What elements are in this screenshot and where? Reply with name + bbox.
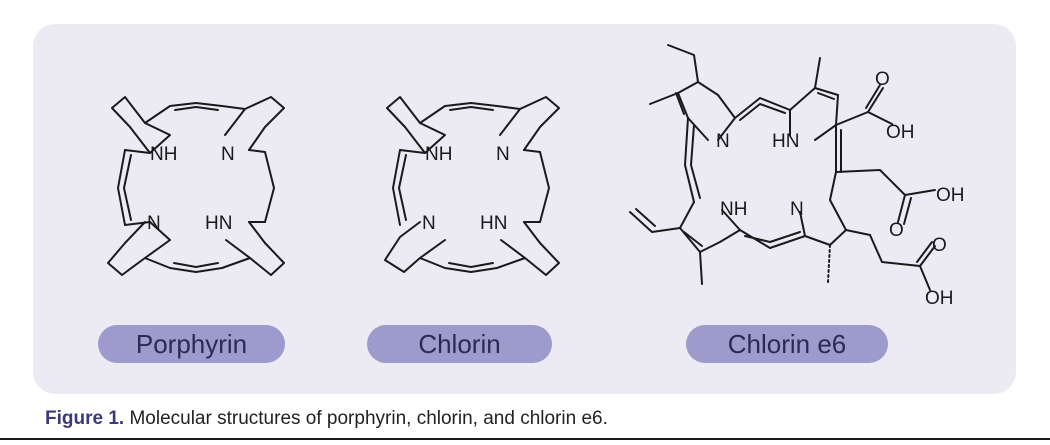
- atom-label: N: [422, 213, 436, 234]
- atom-label: HN: [205, 213, 232, 234]
- chlorin-e6-atom-labels: N HN NH N O OH OH O O OH: [716, 69, 965, 309]
- atom-label: NH: [720, 199, 747, 220]
- chlorin-e6-label: Chlorin e6: [686, 325, 888, 363]
- porphyrin-structure: [107, 96, 285, 276]
- caption-label: Figure 1.: [45, 408, 125, 429]
- atom-label: N: [790, 199, 804, 220]
- chlorin-structure: [384, 96, 560, 276]
- atom-label: N: [716, 131, 730, 152]
- atom-label: O: [932, 235, 947, 256]
- atom-label: OH: [925, 288, 954, 309]
- atom-label: HN: [772, 131, 799, 152]
- atom-label: OH: [886, 122, 915, 143]
- atom-label: OH: [936, 185, 965, 206]
- atom-label: O: [889, 220, 904, 241]
- atom-label: N: [221, 144, 235, 165]
- bottom-rule: [0, 438, 1050, 440]
- porphyrin-label: Porphyrin: [98, 325, 285, 363]
- atom-label: N: [147, 213, 161, 234]
- atom-label: NH: [425, 144, 452, 165]
- atom-label: HN: [480, 213, 507, 234]
- structures-drawing: NH N N HN NH N N HN N HN NH N O OH OH O …: [107, 44, 965, 309]
- caption-text: Molecular structures of porphyrin, chlor…: [124, 408, 608, 429]
- chlorin-label: Chlorin: [367, 325, 552, 363]
- porphyrin-atom-labels: NH N N HN: [147, 144, 235, 234]
- atom-label: NH: [150, 144, 177, 165]
- atom-label: N: [496, 144, 510, 165]
- chlorin-atom-labels: NH N N HN: [422, 144, 510, 234]
- figure-caption: Figure 1. Molecular structures of porphy…: [45, 408, 608, 430]
- chlorin-e6-structure: [629, 44, 936, 291]
- atom-label: O: [875, 69, 890, 90]
